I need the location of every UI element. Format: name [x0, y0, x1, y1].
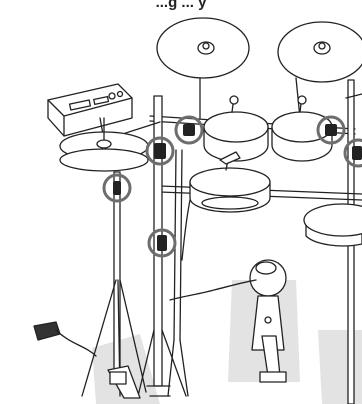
tom-pad-2	[272, 96, 332, 161]
clamp-detail	[183, 124, 195, 136]
clamp-detail	[113, 181, 121, 195]
clamp-detail	[352, 146, 362, 160]
clamp-detail	[157, 235, 167, 251]
hihat-control-pad	[34, 322, 96, 356]
tom-pad-3	[304, 204, 362, 246]
tom-pad-1	[204, 96, 268, 161]
clamp-detail	[325, 124, 337, 136]
clamp-detail	[154, 143, 166, 159]
snare-pad	[190, 152, 270, 212]
